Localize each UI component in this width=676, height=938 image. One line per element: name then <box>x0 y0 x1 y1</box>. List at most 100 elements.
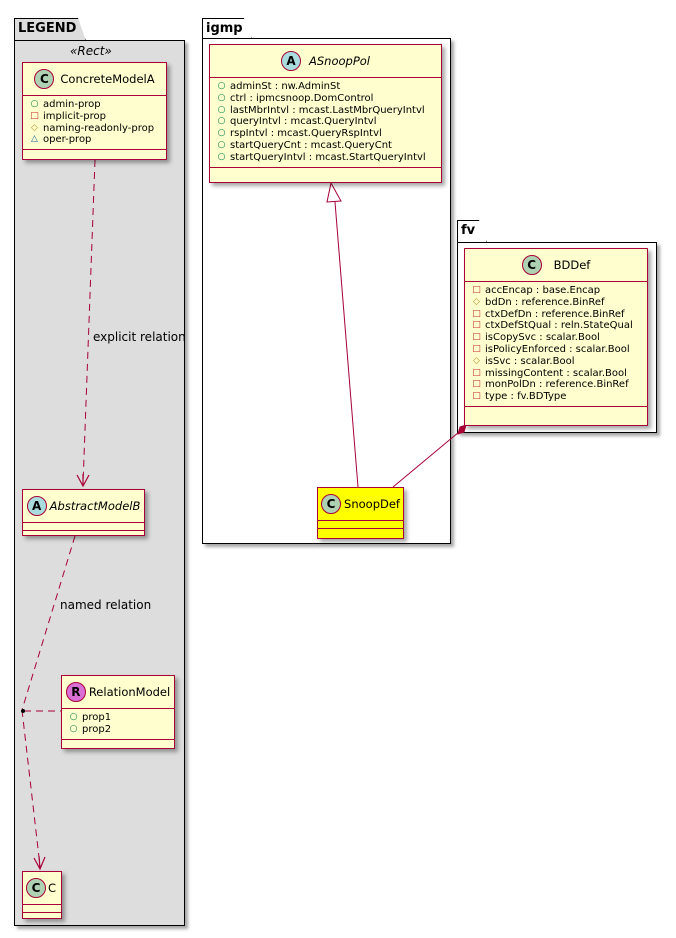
attribute-text: prop2 <box>82 723 112 735</box>
attribute-text: admin-prop <box>43 99 101 110</box>
attribute-list <box>23 905 61 913</box>
protected-visibility-icon: ◇ <box>473 355 480 366</box>
attribute-row: ○ prop1 <box>69 712 168 724</box>
class-name: ASnoopPol <box>309 54 370 68</box>
attribute-row: ◇ isSvc : scalar.Bool <box>472 356 641 368</box>
method-list <box>62 740 174 748</box>
class-c[interactable]: C C <box>22 871 62 919</box>
attribute-text: prop1 <box>82 712 112 723</box>
class-concrete-model-a[interactable]: C ConcreteModelA ○ admin-prop □ implicit-p… <box>22 62 167 160</box>
method-list <box>23 150 166 158</box>
attribute-list: ○ prop1 ○ prop2 <box>62 709 174 740</box>
attribute-row: □ isPolicyEnforced : scalar.Bool <box>472 344 641 356</box>
private-visibility-icon: □ <box>472 308 481 319</box>
attribute-row: □ accEncap : base.Encap <box>472 285 641 297</box>
igmp-package-name: igmp <box>206 21 243 36</box>
igmp-package-tab: igmp <box>202 18 252 39</box>
attribute-row: ◇naming-readonly-prop <box>30 123 160 135</box>
class-kind-icon: R <box>65 682 86 702</box>
class-snoopdef[interactable]: C SnoopDef <box>317 487 404 539</box>
attribute-text: adminSt : nw.AdminSt <box>230 81 341 92</box>
class-kind-icon: C <box>521 255 542 275</box>
attribute-list: ○ admin-prop □ implicit-prop ◇naming-reado… <box>23 96 166 151</box>
attribute-list: □accEncap : base.Encap ◇bdDn : reference… <box>465 282 647 407</box>
attribute-row: □ ctxDefDn : reference.BinRef <box>472 309 641 321</box>
attribute-text: ctxDefDn : reference.BinRef <box>485 308 625 320</box>
named-relation-label: named relation <box>60 598 152 612</box>
attribute-text: queryIntvl : mcast.QueryIntvl <box>230 116 377 128</box>
class-kind-icon: C <box>34 69 55 89</box>
attribute-text: isSvc : scalar.Bool <box>485 355 575 367</box>
private-visibility-icon: □ <box>472 379 481 390</box>
class-name: ConcreteModelA <box>60 72 155 86</box>
method-list <box>210 168 441 176</box>
attribute-text: monPolDn : reference.BinRef <box>485 379 629 391</box>
legend-stereotype: «Rect» <box>70 44 112 58</box>
attribute-row: □ implicit-prop <box>30 111 160 123</box>
attribute-row: □ ctxDefStQual : reln.StateQual <box>472 320 641 332</box>
attribute-text: oper-prop <box>43 134 92 146</box>
private-visibility-icon: □ <box>472 391 481 402</box>
public-visibility-icon: ○ <box>69 723 78 734</box>
private-visibility-icon: □ <box>472 285 481 295</box>
method-list <box>23 913 61 921</box>
private-visibility-icon: □ <box>472 367 481 378</box>
attribute-text: bdDn : reference.BinRef <box>485 296 605 308</box>
legend-package-name: LEGEND <box>18 21 77 36</box>
attribute-text: ctrl : ipmcsnoop.DomControl <box>230 92 374 104</box>
public-visibility-icon: ○ <box>30 99 39 109</box>
private-visibility-icon: □ <box>472 320 481 331</box>
private-visibility-icon: □ <box>30 110 39 121</box>
attribute-text: ctxDefStQual : reln.StateQual <box>485 320 633 332</box>
attribute-text: missingContent : scalar.Bool <box>485 367 627 379</box>
attribute-text: type : fv.BDType <box>485 391 567 403</box>
attribute-row: ○ startQueryIntvl : mcast.StartQueryIntvl <box>217 152 435 164</box>
protected-visibility-icon: ◇ <box>31 122 38 133</box>
attribute-text: accEncap : base.Encap <box>485 285 601 296</box>
class-name: SnoopDef <box>344 497 400 511</box>
public-visibility-icon: ○ <box>217 81 226 91</box>
class-name: AbstractModelB <box>49 499 141 513</box>
attribute-text: implicit-prop <box>43 110 106 122</box>
attribute-row: □ missingContent : scalar.Bool <box>472 368 641 380</box>
legend-package-tab: LEGEND <box>14 18 86 41</box>
attribute-row: ○ rspIntvl : mcast.QueryRspIntvl <box>217 128 435 140</box>
package-visibility-icon: △ <box>31 134 38 145</box>
attribute-text: startQueryCnt : mcast.QueryCnt <box>230 139 392 151</box>
attribute-list <box>23 523 144 531</box>
attribute-text: rspIntvl : mcast.QueryRspIntvl <box>230 128 382 140</box>
fv-package-tab: fv <box>457 220 487 243</box>
attribute-row: ○ lastMbrIntvl : mcast.LastMbrQueryIntvl <box>217 105 435 117</box>
fv-package-name: fv <box>461 223 476 238</box>
attribute-row: ○queryIntvl : mcast.QueryIntvl <box>217 116 435 128</box>
private-visibility-icon: □ <box>472 343 481 354</box>
class-bddef[interactable]: C BDDef □accEncap : base.Encap ◇bdDn : r… <box>464 248 648 426</box>
attribute-row: ◇bdDn : reference.BinRef <box>472 297 641 309</box>
public-visibility-icon: ○ <box>69 712 78 722</box>
class-asnooppol[interactable]: A ASnoopPol ○adminSt : nw.AdminSt ○ctrl … <box>209 44 442 183</box>
class-kind-icon: C <box>321 494 342 514</box>
public-visibility-icon: ○ <box>217 151 226 162</box>
attribute-text: lastMbrIntvl : mcast.LastMbrQueryIntvl <box>230 104 425 116</box>
attribute-row: ○ adminSt : nw.AdminSt <box>217 81 435 93</box>
method-list <box>465 407 647 415</box>
attribute-row: □ isCopySvc : scalar.Bool <box>472 332 641 344</box>
explicit-relation-label: explicit relation <box>93 330 186 344</box>
private-visibility-icon: □ <box>472 332 481 343</box>
class-name: BDDef <box>553 258 591 272</box>
class-name: RelationModel <box>88 685 171 699</box>
attribute-text: isPolicyEnforced : scalar.Bool <box>485 343 630 355</box>
attribute-row: ○ctrl : ipmcsnoop.DomControl <box>217 93 435 105</box>
attribute-text: startQueryIntvl : mcast.StartQueryIntvl <box>230 151 426 163</box>
attribute-row: ○ admin-prop <box>30 99 160 111</box>
public-visibility-icon: ○ <box>217 128 226 139</box>
class-name: C <box>48 881 57 895</box>
class-kind-icon: C <box>26 878 46 898</box>
attribute-row: □ monPolDn : reference.BinRef <box>472 379 641 391</box>
public-visibility-icon: ○ <box>217 104 226 115</box>
class-abstract-model-b[interactable]: A AbstractModelB <box>22 489 145 536</box>
class-relation-model[interactable]: R RelationModel ○ prop1 ○ prop2 <box>61 675 175 749</box>
public-visibility-icon: ○ <box>217 139 226 150</box>
attribute-text: isCopySvc : scalar.Bool <box>485 332 600 344</box>
legend-package <box>14 40 185 926</box>
